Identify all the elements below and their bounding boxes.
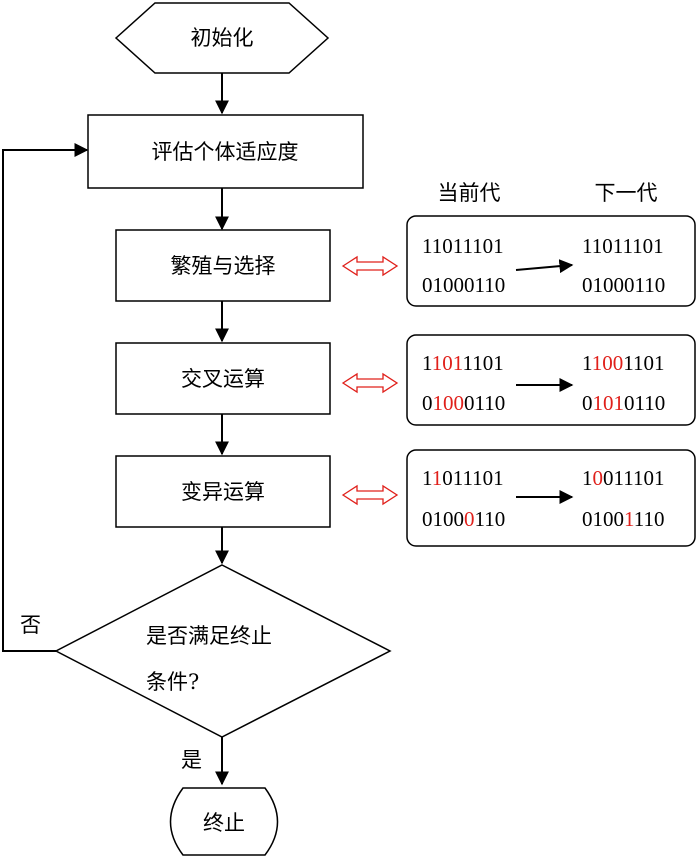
bits: 0 <box>582 391 593 415</box>
mutation-current-row-1: 11011101 <box>422 466 504 490</box>
highlighted-bits: 100 <box>433 391 465 415</box>
double-arrow-crossover <box>341 372 399 394</box>
bits: 01000110 <box>582 273 665 297</box>
start-node <box>114 2 330 74</box>
bits: 0100 <box>582 507 624 531</box>
no-label: 否 <box>20 613 41 637</box>
select-current-row-1: 11011101 <box>422 234 504 258</box>
select-next-row-2: 01000110 <box>582 273 665 297</box>
loop-back-connector <box>2 143 89 652</box>
bits: 110 <box>634 507 665 531</box>
highlighted-bits: 1 <box>624 507 634 531</box>
bits: 1 <box>422 466 432 490</box>
next-generation-header: 下一代 <box>595 181 658 205</box>
bits: 1101 <box>623 351 664 375</box>
crossover-current-row-1: 11011101 <box>422 351 504 375</box>
mutation-current-row-2: 01000110 <box>422 507 505 531</box>
bits: 11011101 <box>422 234 504 258</box>
evaluate-label: 评估个体适应度 <box>152 140 299 164</box>
start-label: 初始化 <box>191 26 254 50</box>
highlighted-bits: 1 <box>432 466 443 490</box>
crossover-example-box <box>406 334 696 426</box>
bits: 11011101 <box>582 234 664 258</box>
end-label: 终止 <box>203 811 245 835</box>
crossover-next-row-2: 01010110 <box>582 391 665 415</box>
crossover-next-row-1: 11001101 <box>582 351 664 375</box>
highlighted-bits: 0 <box>593 466 604 490</box>
decision-line1: 是否满足终止 <box>146 624 272 648</box>
mutation-box <box>115 455 331 528</box>
end-node <box>169 787 279 856</box>
bits: 011101 <box>603 466 664 490</box>
select-transform-arrow <box>515 259 574 274</box>
highlighted-bits: 100 <box>592 351 624 375</box>
highlighted-bits: 101 <box>432 351 463 375</box>
bits: 1 <box>582 466 593 490</box>
bits: 01000110 <box>422 273 505 297</box>
bits: 1101 <box>462 351 503 375</box>
evaluate-box <box>87 114 364 189</box>
bits: 0110 <box>464 391 505 415</box>
decision-node <box>54 564 392 738</box>
select-example-box <box>406 215 696 307</box>
select-label: 繁殖与选择 <box>171 254 276 278</box>
highlighted-bits: 0 <box>464 507 475 531</box>
bits: 0100 <box>422 507 464 531</box>
select-next-row-1: 11011101 <box>582 234 664 258</box>
select-box <box>115 229 331 302</box>
bits: 011101 <box>442 466 503 490</box>
double-arrow-select <box>341 255 399 277</box>
crossover-box <box>115 342 331 415</box>
double-arrow-mutation <box>341 484 399 506</box>
decision-line2: 条件? <box>146 670 199 694</box>
bits: 1 <box>582 351 592 375</box>
bits: 110 <box>475 507 506 531</box>
mutation-next-row-2: 01001110 <box>582 507 664 531</box>
highlighted-bits: 101 <box>593 391 625 415</box>
yes-label: 是 <box>181 748 202 772</box>
bits: 0 <box>422 391 433 415</box>
bits: 0110 <box>624 391 665 415</box>
bits: 1 <box>422 351 432 375</box>
crossover-current-row-2: 01000110 <box>422 391 505 415</box>
mutation-next-row-1: 10011101 <box>582 466 664 490</box>
crossover-label: 交叉运算 <box>181 367 265 391</box>
select-current-row-2: 01000110 <box>422 273 505 297</box>
current-generation-header: 当前代 <box>438 181 501 205</box>
mutation-label: 变异运算 <box>181 480 265 504</box>
